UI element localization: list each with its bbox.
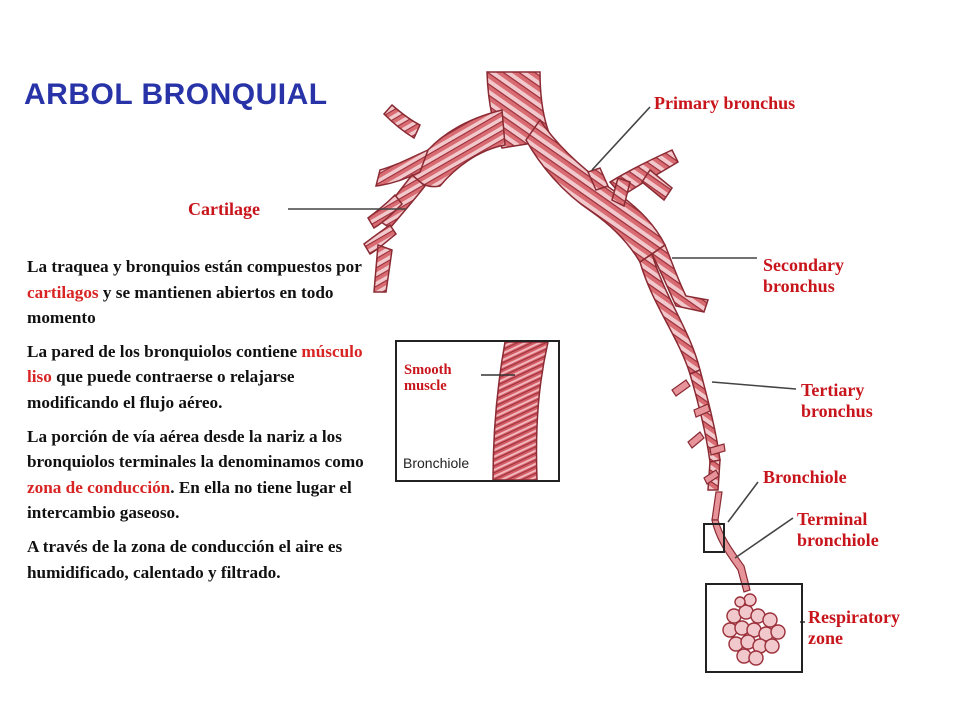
alveoli-cluster xyxy=(722,593,786,666)
left-primary-bronchus xyxy=(363,103,506,293)
leader-bronchiole xyxy=(727,481,759,523)
paragraph-4-part-1: A través de la zona de conducción el air… xyxy=(27,536,343,582)
inset-bronchiole-label: Bronchiole xyxy=(403,455,470,471)
paragraph-3: La porción de vía aérea desde la nariz a… xyxy=(27,424,375,526)
terminal-bronchiole-box xyxy=(703,523,725,553)
leader-primary xyxy=(591,106,651,171)
paragraph-4: A través de la zona de conducción el air… xyxy=(27,534,375,585)
label-tertiary-bronchus: Tertiary bronchus xyxy=(801,380,873,421)
paragraph-2: La pared de los bronquiolos contiene mús… xyxy=(27,339,375,416)
paragraph-3-part-3: . En ella no tiene lugar el intercambio … xyxy=(27,477,352,523)
label-secondary-bronchus: Secondary bronchus xyxy=(763,255,844,296)
paragraph-3-part-1: La porción de vía aérea desde la nariz a… xyxy=(27,426,364,472)
label-bronchiole: Bronchiole xyxy=(763,467,847,487)
paragraph-2-part-3: que puede contraerse o relajarse modific… xyxy=(27,367,295,412)
right-bronchus-tree xyxy=(525,118,721,491)
highlight-cartilagos: cartilagos xyxy=(27,282,99,302)
label-respiratory-zone: Respiratory zone xyxy=(808,607,900,648)
label-primary-bronchus: Primary bronchus xyxy=(654,93,796,113)
slide-title: ARBOL BRONQUIAL xyxy=(24,78,328,111)
paragraph-1-part-3: y se mantienen abiertos en todo momento xyxy=(27,282,334,328)
label-leader-lines xyxy=(288,106,805,623)
smooth-muscle-label: Smooth muscle xyxy=(404,362,452,394)
terminal-bronchiole xyxy=(711,519,751,593)
paragraph-1-part-1: La traquea y bronquios están compuestos … xyxy=(27,257,362,276)
inset-bronchiole-illustration xyxy=(481,342,549,480)
highlight-musculo-liso: músculo liso xyxy=(27,341,363,387)
bronchiole-branches xyxy=(671,379,726,521)
label-terminal-bronchiole: Terminal bronchiole xyxy=(797,509,879,550)
smooth-muscle-inset: Smooth muscle Bronchiole xyxy=(395,340,560,482)
respiratory-zone-box xyxy=(705,583,803,673)
leader-terminal xyxy=(734,517,794,559)
highlight-zona-de-conduccion: zona de conducción xyxy=(27,477,171,497)
text-column: La traquea y bronquios están compuestos … xyxy=(27,254,375,593)
paragraph-1: La traquea y bronquios están compuestos … xyxy=(27,254,375,331)
leader-tertiary xyxy=(711,381,797,390)
paragraph-2-part-1: La pared de los bronquiolos contiene xyxy=(27,341,302,361)
label-cartilage: Cartilage xyxy=(188,199,260,219)
